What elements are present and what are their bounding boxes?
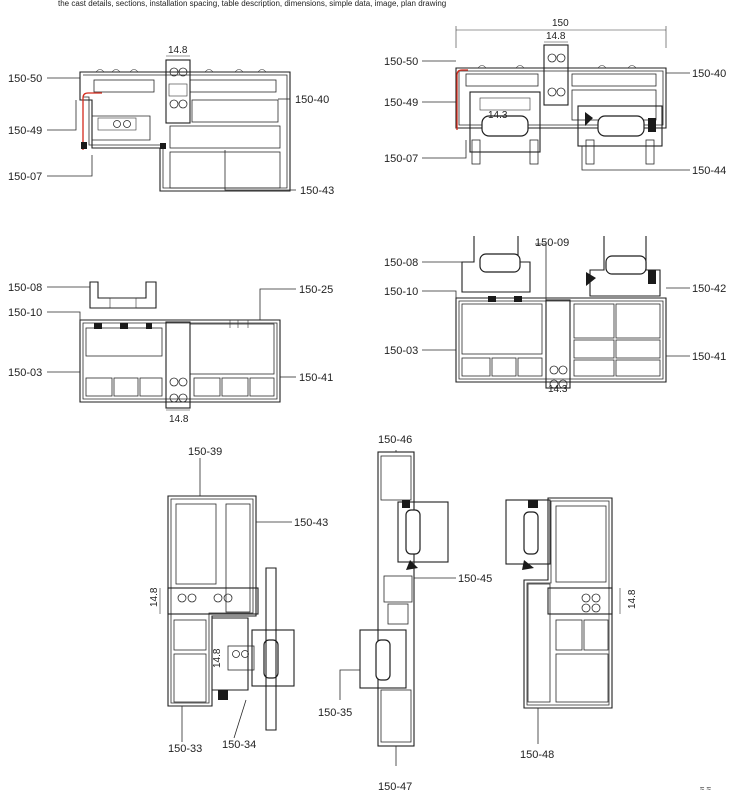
dim-14-3-mid-right: 14.3 [548, 384, 568, 395]
dim-14-8-top-left: 14.8 [168, 45, 188, 56]
label-150-50-a: 150-50 [8, 73, 42, 85]
label-150-45: 150-45 [458, 573, 492, 585]
faint-header-text: the cast details, sections, installation… [58, 0, 446, 8]
label-150-07-a: 150-07 [8, 171, 42, 183]
label-150-33: 150-33 [168, 743, 202, 755]
section-middle-left: 14.8 150-08 150-10 150-03 150-25 150-41 [8, 281, 333, 425]
section-top-right: 150 14.8 14.3 150-50 150-49 150-07 150-4… [384, 18, 726, 177]
label-150-49-a: 150-49 [8, 125, 42, 137]
label-150-09-b: 150-09 [535, 237, 569, 249]
label-150-39: 150-39 [188, 446, 222, 458]
dim-14-8-top-right: 14.8 [546, 31, 566, 42]
dim-14-8-bl-a: 14.8 [149, 587, 160, 607]
label-150-46: 150-46 [378, 434, 412, 446]
label-150-44-b: 150-44 [692, 165, 726, 177]
section-top-left: 14.8 150-50 150-49 150-07 150-40 150-43 [8, 45, 334, 197]
label-150-03-a: 150-03 [8, 367, 42, 379]
label-150-35: 150-35 [318, 707, 352, 719]
label-150-47: 150-47 [378, 781, 412, 793]
label-150-49-b: 150-49 [384, 97, 418, 109]
dim-14-8-bl-b: 14.8 [212, 648, 223, 668]
label-150-48: 150-48 [520, 749, 554, 761]
label-150-03-b: 150-03 [384, 345, 418, 357]
label-150-08-a: 150-08 [8, 282, 42, 294]
section-middle-right: 14.3 150-08 150-09 150-10 150-03 150-42 … [384, 236, 726, 395]
label-150-50-b: 150-50 [384, 56, 418, 68]
section-bottom-right: 14.8 150-48 [505, 497, 638, 761]
dim-14-8-br: 14.8 [627, 589, 638, 609]
label-150-10-b: 150-10 [384, 286, 418, 298]
dim-14-8-mid-left: 14.8 [169, 414, 189, 425]
section-bottom-center: 150-46 150-45 150-35 150-47 [318, 434, 492, 793]
label-150-08-b: 150-08 [384, 257, 418, 269]
label-150-41-b: 150-41 [692, 351, 726, 363]
label-150-40-b: 150-40 [692, 68, 726, 80]
label-150-40-a: 150-40 [295, 94, 329, 106]
label-150-07-b: 150-07 [384, 153, 418, 165]
label-150-34: 150-34 [222, 739, 256, 751]
corner-mark: ≈ ≈ [700, 784, 712, 793]
label-150-43-a: 150-43 [300, 185, 334, 197]
section-bottom-left: 14.8 14.8 150-39 150-43 150-33 150-34 [149, 446, 328, 755]
label-150-25-a: 150-25 [299, 284, 333, 296]
label-150-10-a: 150-10 [8, 307, 42, 319]
label-150-41-a: 150-41 [299, 372, 333, 384]
dim-14-3-top-right: 14.3 [488, 110, 508, 121]
dim-150: 150 [552, 18, 569, 29]
label-150-42-b: 150-42 [692, 283, 726, 295]
label-150-43-c: 150-43 [294, 517, 328, 529]
